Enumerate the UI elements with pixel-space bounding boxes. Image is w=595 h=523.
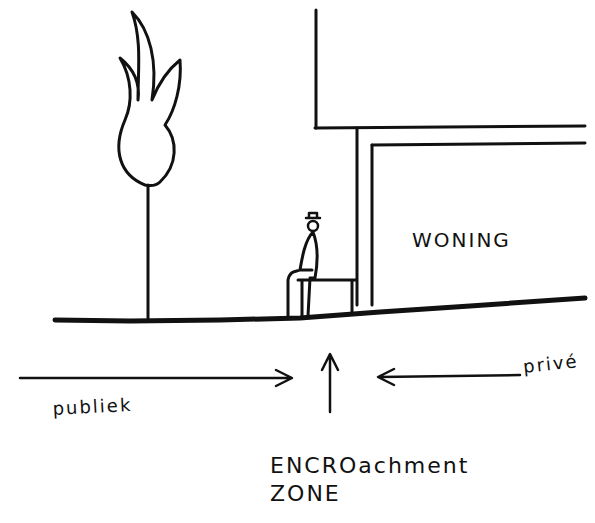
tree-crown: [119, 12, 181, 186]
house-wall: [357, 128, 372, 305]
tree-trunk: [147, 185, 150, 318]
person-hat: [306, 213, 320, 218]
zone-label: ENCROachment ZONE: [270, 452, 485, 507]
house-canopy: [315, 126, 585, 145]
house-label: WONING: [412, 228, 562, 253]
person-figure: [288, 232, 317, 316]
ground-line: [55, 298, 585, 321]
zone-arrow: [322, 354, 338, 412]
private-arrow: [378, 369, 520, 385]
public-arrow: [20, 370, 292, 386]
bench: [298, 280, 356, 316]
person-head: [308, 221, 318, 231]
zone-label: privé: [522, 348, 595, 379]
zone-label: publiek: [52, 390, 203, 420]
upper-facade: [315, 10, 318, 128]
